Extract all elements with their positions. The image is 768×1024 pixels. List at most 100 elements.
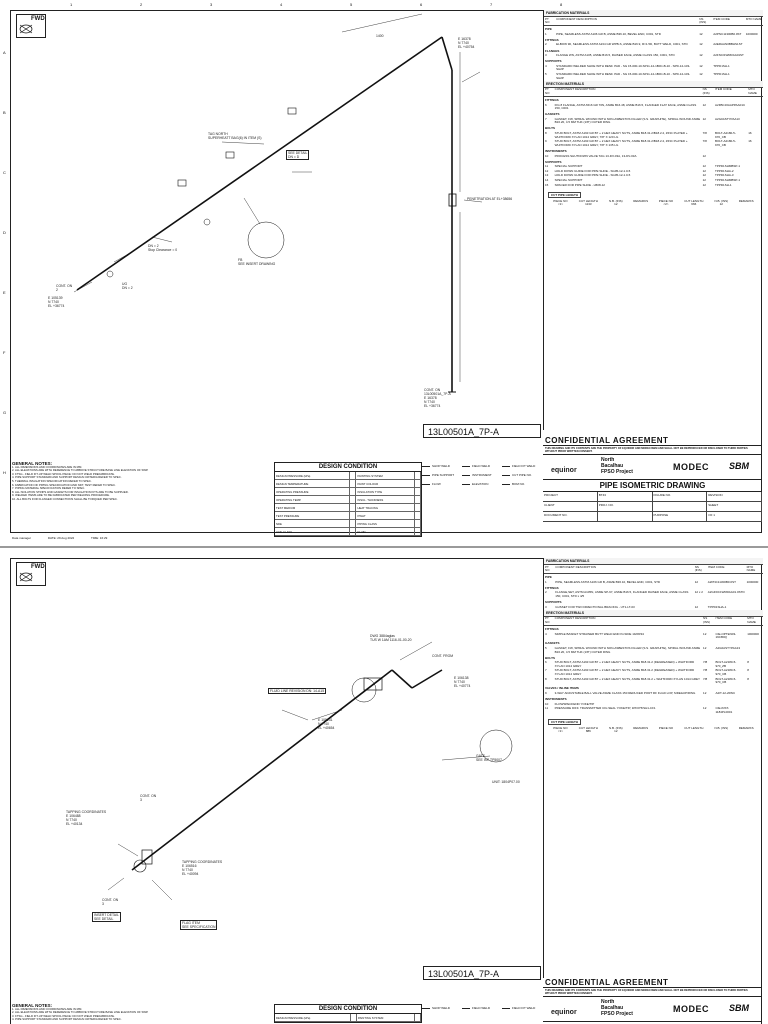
cut-pipe-title: CUT PIPE LENGTH (548, 718, 582, 725)
tb-cell: CLIENT (543, 502, 598, 512)
bom-header-cell: COMPONENT DESCRIPTION (554, 565, 694, 575)
confidential-text: THIS DRAWING AND ITS CONTENTS ARE THE PR… (545, 989, 748, 996)
legend-item: FIELD FIT WELD (502, 462, 542, 471)
drawing-number: 13L00501A_7P-A (428, 427, 500, 437)
bom-cell-desc: GASKET, FW, SPIRAL WOUND WITH NON-ASBEST… (554, 645, 701, 654)
design-cell (349, 511, 357, 520)
legend-label: SHOP WELD (432, 1006, 450, 1010)
design-cell: FLUID (355, 527, 415, 536)
bom-cell-no: 9 (545, 690, 547, 695)
bom-header-cell: NS (INS) (698, 17, 713, 27)
zone-col-label: 2 (140, 2, 143, 7)
bom-row: FITTINGS (544, 585, 763, 591)
bom-cell-mto (747, 103, 763, 111)
bom-cell-code: TPPD1SH-1 (713, 72, 730, 77)
design-cell: PIPING CLASS (355, 519, 415, 528)
bom-cell-ns: 12 (703, 690, 707, 695)
bom-cell-no: 15 (545, 182, 549, 187)
fwd-label: FWD (31, 564, 45, 570)
note-line: 6. FABRICATION OF PIPING SPECIFICATION A… (12, 482, 116, 487)
design-condition-title: DESIGN CONDITION (275, 463, 421, 472)
note-line: 4. PIPE SUPPORT STANDARD AND SUPPORT DES… (12, 1017, 122, 1022)
design-cell: HEAT TRACING (355, 503, 415, 512)
bom-cell-ns: 12 x 2 (694, 590, 703, 595)
title-block: CONFIDENTIAL AGREEMENT THIS DRAWING AND … (543, 978, 762, 1023)
bom-category: FITTINGS (545, 627, 559, 632)
bom-cell-desc: STUD BOLT, ASTM A193 GR B7 + 2 HEX HEAVY… (554, 131, 688, 139)
note-line: 4. PIPE SUPPORT STANDARD AND SUPPORT DES… (12, 475, 122, 480)
bom-cell-ns: 7/8 (703, 660, 708, 665)
bom-cell-no: 10 (545, 153, 549, 158)
footer: Data manager DATE: 29 Aug 2022 TIME: 16:… (12, 536, 123, 540)
bom-cell-code: BOLT-A2180-5-970_ZB (715, 660, 737, 668)
design-cell (414, 487, 422, 496)
bom-cell-code: CIE-OPTEN03-19CB0Q (715, 631, 737, 640)
bom-category: SUPPORTS (545, 59, 562, 64)
project-logo-line-3: FPSO Project (601, 469, 633, 476)
bom-row: INSTRUMENTS (544, 148, 763, 154)
design-cell (349, 503, 357, 512)
bom-cell-no: 3 (545, 604, 547, 609)
drawing-sheet-2: FWD DWG 3884aglas TUS W 1AM 1116-01-00-2… (0, 548, 768, 1024)
flag-item-tag: FLAG ITEM SEE SPECIFICATION (180, 920, 218, 930)
legend-line-icon (502, 474, 510, 476)
legend-line-icon (462, 1007, 470, 1009)
zone-row-label: F (3, 350, 6, 355)
tb-cell: FIGURE NO. (653, 492, 708, 502)
bom-cell-mto: 8 (747, 668, 749, 673)
design-cell (349, 479, 357, 488)
bom-cell-ns: 12 (702, 102, 706, 107)
legend-line-icon (502, 465, 510, 467)
cut-cell (733, 730, 759, 734)
design-cell (414, 519, 422, 528)
bom-cell-code: A2FBCJ0AAPPAA01C (715, 102, 746, 107)
note-line: 9. WELDED ITEMS ARE TO BE FABRICATED PER… (12, 493, 110, 498)
zone-col-label: 1 (70, 2, 73, 7)
bom-cell-desc: FLANGE WN, ASTM A105, ASME B16.5, RAISED… (556, 53, 675, 58)
design-cell (414, 1014, 422, 1022)
design-cell (414, 495, 422, 504)
bom-category: GASKETS (545, 112, 560, 117)
bom-cell-desc: PRESSURE DIFF. TRANSMITTER CIU-SEAL YOKE… (554, 706, 656, 711)
bom-cell-no: 9 (545, 139, 547, 144)
tb-cell: PURPOSE (653, 512, 708, 522)
legend-line-icon (502, 483, 510, 485)
tb-cell: PROJECT (543, 492, 598, 502)
fabrication-materials-title: FABRICATION MATERIALS (544, 10, 763, 17)
equinor-logo: equinor (551, 467, 577, 475)
bom-category: SUPPORTS (545, 600, 562, 605)
bom-cell-ns: 12 (703, 645, 707, 650)
legend-item: SHOP WELD (422, 1004, 462, 1013)
bom-cell-code: TPPD1SHMBSP-1 (715, 164, 741, 169)
zone-row-label: C (3, 170, 6, 175)
note-line: 1. ALL DIMENSIONS AND COORDINATES ARE IN… (12, 1006, 83, 1011)
confidential-text: THIS DRAWING AND ITS CONTENTS ARE THE PR… (545, 447, 748, 454)
project-logo-line-3: FPSO Project (601, 1011, 633, 1018)
cut-header-cell: REMARKS (738, 725, 754, 730)
pipe-run-main (131, 669, 393, 871)
bom-category: FITTINGS (545, 585, 559, 590)
zone-col-label: 3 (210, 2, 213, 7)
legend-label: INSTRUMENT (472, 473, 492, 477)
cut-header-cell: REMARKS (633, 198, 649, 203)
project-logo-line-1: North (601, 999, 615, 1006)
bom-cell-code: TPPD1SHA-3 (715, 173, 734, 178)
bom-cell-no: 14 (545, 178, 549, 182)
dimension-label: 1400 (376, 34, 384, 38)
design-cell (414, 479, 422, 488)
zone-row-label: G (3, 410, 7, 415)
design-condition: DESIGN CONDITION DESIGN PRESSURE (kPa)PA… (274, 1004, 422, 1023)
bom-cell-code: A2G0ASTYPAA13 (715, 116, 740, 121)
modec-logo: MODEC (673, 1004, 709, 1015)
cont-on-note-2: CONT. ON 3 (102, 898, 119, 906)
